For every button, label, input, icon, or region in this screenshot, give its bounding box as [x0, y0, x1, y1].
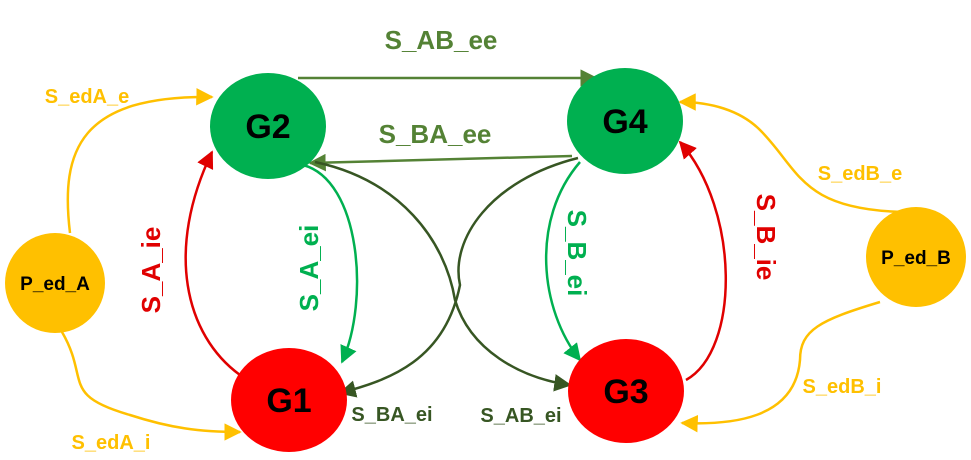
label-s-ab-ee: S_AB_ee — [385, 25, 498, 55]
label-s-edb-i: S_edB_i — [803, 376, 882, 398]
label-s-eda-i: S_edA_i — [72, 432, 151, 454]
label-s-ba-ee: S_BA_ee — [379, 119, 492, 149]
label-s-a-ie: S_A_ie — [136, 227, 166, 314]
label-s-edb-e: S_edB_e — [818, 163, 903, 185]
label-g2: G2 — [245, 108, 290, 146]
edge-s-ba-ee — [308, 153, 573, 172]
edge-s-edb-e — [678, 93, 906, 214]
label-s-b-ei: S_B_ei — [562, 210, 592, 297]
edge-s-eda-i — [60, 331, 242, 441]
edge-s-ab-ei — [314, 160, 572, 392]
node-ped-a — [5, 233, 105, 333]
label-ped-b: P_ed_B — [881, 248, 951, 269]
edge-s-b-ie — [678, 140, 727, 382]
node-g3 — [568, 339, 684, 443]
node-g1 — [231, 348, 347, 452]
label-s-ab-ei: S_AB_ei — [480, 405, 561, 427]
edge-s-edb-i — [680, 300, 881, 433]
label-s-a-ei: S_A_ei — [294, 225, 324, 312]
edge-s-a-ei — [302, 163, 359, 364]
label-g4: G4 — [602, 103, 647, 141]
label-g1: G1 — [266, 382, 311, 420]
edge-s-ba-ei — [338, 156, 579, 398]
edge-s-b-ei — [545, 161, 582, 362]
node-ped-b — [866, 207, 966, 307]
label-s-b-ie: S_B_ie — [751, 194, 781, 281]
label-s-eda-e: S_edA_e — [45, 86, 130, 108]
node-g2 — [210, 73, 326, 179]
edge-s-a-ie — [184, 150, 241, 377]
node-g4 — [567, 68, 683, 174]
label-s-ba-ei: S_BA_ei — [351, 404, 432, 426]
label-ped-a: P_ed_A — [20, 274, 90, 295]
label-g3: G3 — [603, 373, 648, 411]
edge-s-eda-e — [66, 88, 214, 234]
